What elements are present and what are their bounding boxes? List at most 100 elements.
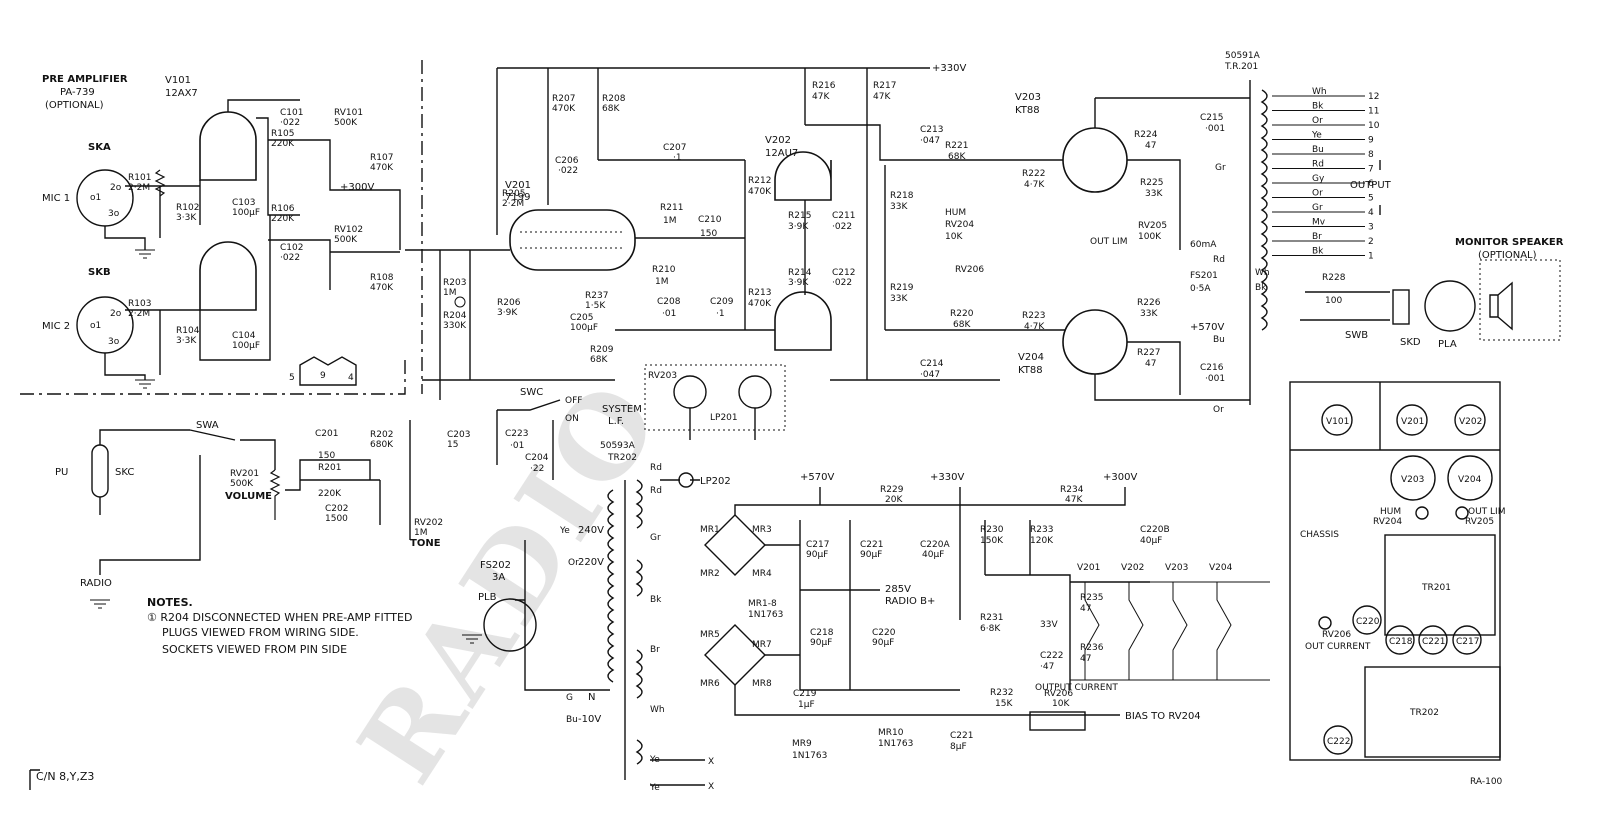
svg-text:Bk: Bk xyxy=(650,595,662,605)
pu-socket[interactable] xyxy=(91,444,109,498)
svg-text:RV201: RV201 xyxy=(230,469,259,479)
ma-label: 60mA xyxy=(1190,240,1217,250)
tr201-secondary xyxy=(1260,89,1268,331)
svg-text:470K: 470K xyxy=(370,163,394,173)
v204-label: V204 xyxy=(1018,352,1044,363)
preamp-model: PA-739 xyxy=(60,87,95,98)
svg-text:Rd: Rd xyxy=(650,463,662,473)
svg-text:R107: R107 xyxy=(370,153,393,163)
monitor-speaker-box xyxy=(1479,259,1561,341)
chassis-v203 xyxy=(1390,455,1436,501)
svg-text:20K: 20K xyxy=(885,495,903,505)
ska-socket[interactable] xyxy=(76,169,134,227)
note-line-3: SOCKETS VIEWED FROM PIN SIDE xyxy=(162,643,347,656)
mr-type-label: 1N1763 xyxy=(748,610,783,620)
chassis-c220 xyxy=(1352,605,1382,635)
v201-tube xyxy=(509,209,636,271)
svg-text:C205: C205 xyxy=(570,313,593,323)
out-lim-adjust[interactable] xyxy=(1455,506,1469,520)
svg-text:MR2: MR2 xyxy=(700,569,720,579)
chassis-c221 xyxy=(1418,625,1448,655)
svg-text:470K: 470K xyxy=(748,187,772,197)
svg-text:R214: R214 xyxy=(788,268,812,278)
svg-text:330K: 330K xyxy=(443,321,467,331)
svg-text:R204: R204 xyxy=(443,311,467,321)
svg-text:47K: 47K xyxy=(873,92,891,102)
svg-text:100μF: 100μF xyxy=(232,208,260,218)
tr202-label: TR202 xyxy=(607,453,637,463)
svg-text:R212: R212 xyxy=(748,176,771,186)
svg-text:RV206: RV206 xyxy=(955,265,984,275)
svg-text:OUT LIM: OUT LIM xyxy=(1468,507,1505,517)
preamp-title: PRE AMPLIFIER xyxy=(42,74,128,85)
output-tap-number: 7 xyxy=(1368,165,1374,175)
skb-socket[interactable] xyxy=(76,296,134,354)
v202-type: 12AU7 xyxy=(765,148,798,159)
svg-text:MR8: MR8 xyxy=(752,679,772,689)
svg-text:R102: R102 xyxy=(176,203,199,213)
svg-text:R220: R220 xyxy=(950,309,974,319)
svg-text:90μF: 90μF xyxy=(806,550,828,560)
rv206-ref: RV206 xyxy=(1044,689,1073,699)
out-current-label: OUT CURRENT xyxy=(1305,642,1371,652)
svg-text:Wh: Wh xyxy=(1255,268,1270,278)
swa-switch[interactable] xyxy=(189,429,276,470)
mr1-8-label: MR1-8 xyxy=(748,599,777,609)
svg-text:R235: R235 xyxy=(1080,593,1103,603)
rv206-pot[interactable] xyxy=(1029,711,1086,731)
svg-text:V101: V101 xyxy=(1326,417,1349,427)
svg-text:47: 47 xyxy=(1080,604,1091,614)
svg-text:R225: R225 xyxy=(1140,178,1163,188)
svg-text:C208: C208 xyxy=(657,297,681,307)
radio-b-label: RADIO B+ xyxy=(885,596,935,607)
svg-text:C221: C221 xyxy=(1422,637,1445,647)
svg-text:47K: 47K xyxy=(1065,495,1083,505)
svg-text:4: 4 xyxy=(348,373,354,383)
bias-label: BIAS TO RV204 xyxy=(1125,711,1201,722)
svg-text:2·2M: 2·2M xyxy=(502,199,524,209)
preamp-boundary xyxy=(20,355,406,395)
plb-plug[interactable] xyxy=(483,598,537,652)
system-label: SYSTEM xyxy=(602,404,642,415)
svg-text:220K: 220K xyxy=(271,139,295,149)
svg-text:·001: ·001 xyxy=(1205,374,1225,384)
svg-text:2·2M: 2·2M xyxy=(128,309,150,319)
svg-text:47K: 47K xyxy=(812,92,830,102)
svg-text:HUM: HUM xyxy=(1380,507,1401,517)
pla-plug[interactable] xyxy=(1424,280,1476,332)
mr10-type: 1N1763 xyxy=(878,739,913,749)
ska-label: SKA xyxy=(88,142,111,153)
svg-text:C210: C210 xyxy=(698,215,722,225)
svg-text:1M: 1M xyxy=(414,528,428,538)
output-tap-color: Gy xyxy=(1312,174,1325,184)
svg-text:10K: 10K xyxy=(945,232,963,242)
output-tap-color: Wh xyxy=(1312,87,1327,97)
rv201-volume-pot[interactable] xyxy=(269,469,281,520)
output-tap-number: 11 xyxy=(1368,107,1379,117)
hum-adjust[interactable] xyxy=(1415,506,1429,520)
output-tap-number: 2 xyxy=(1368,237,1374,247)
chassis-v201 xyxy=(1396,404,1428,436)
svg-text:3·9K: 3·9K xyxy=(788,222,809,232)
svg-text:V201: V201 xyxy=(1401,417,1424,427)
svg-text:R205: R205 xyxy=(502,189,525,199)
cn-label: C/N 8,Y,Z3 xyxy=(36,770,94,783)
ra-label: RA-100 xyxy=(1470,777,1503,787)
svg-text:68K: 68K xyxy=(953,320,971,330)
notes-title: NOTES. xyxy=(147,596,193,609)
svg-text:R211: R211 xyxy=(660,203,683,213)
v240-label: 240V xyxy=(578,525,604,536)
svg-text:R217: R217 xyxy=(873,81,896,91)
rv203-label: RV203 xyxy=(648,371,677,381)
svg-text:5: 5 xyxy=(289,373,295,383)
v203-type: KT88 xyxy=(1015,105,1040,116)
svg-text:G: G xyxy=(566,693,573,703)
chassis-c218 xyxy=(1385,625,1415,655)
svg-text:TR202: TR202 xyxy=(1409,708,1439,718)
out-current-adjust[interactable] xyxy=(1318,616,1332,630)
swc-switch[interactable] xyxy=(497,399,561,411)
svg-text:C203: C203 xyxy=(447,430,470,440)
skd-socket[interactable] xyxy=(1392,289,1410,325)
output-tap-color: Ye xyxy=(1311,131,1322,141)
